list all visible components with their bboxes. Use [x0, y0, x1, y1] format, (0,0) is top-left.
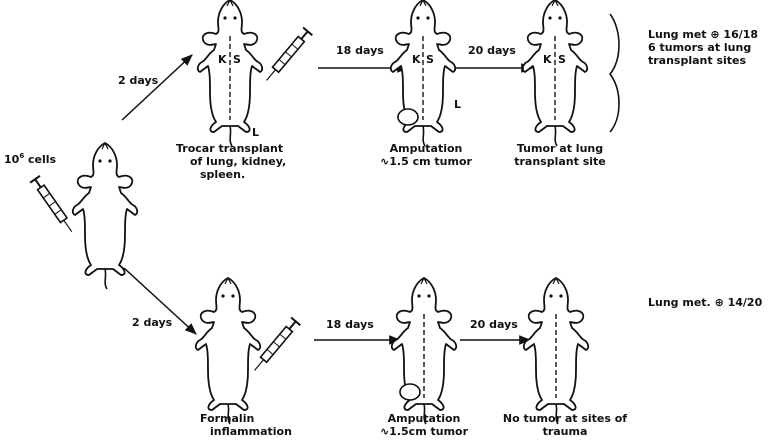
amp-leg-label: L [454, 98, 461, 111]
caption-line: Formalin [200, 412, 292, 425]
top-second-arrow-label: 18 days [336, 44, 384, 57]
res-organ-kidney-label: K [543, 53, 552, 66]
caption-line: spleen. [176, 168, 286, 181]
top-leg-tumor [398, 109, 418, 125]
top-mouse-transplant [198, 0, 262, 146]
bottom-leg-tumor [400, 384, 420, 400]
cells-text: cells [28, 153, 56, 166]
top-mouse-amputation [391, 0, 455, 146]
bottom-mouse-formalin [196, 278, 260, 424]
top-step3-caption: Tumor at lung transplant site [505, 142, 615, 168]
result-line: transplant sites [648, 54, 758, 67]
result-line: Lung met ⊕ 16/18 [648, 28, 758, 41]
top-third-arrow-label: 20 days [468, 44, 516, 57]
top-step1-caption: Trocar transplant of lung, kidney, splee… [176, 142, 286, 181]
result-line: 6 tumors at lung [648, 41, 758, 54]
start-syringe-icon [30, 176, 77, 235]
top-organ-spleen-label: S [233, 53, 241, 66]
bottom-second-arrow-label: 18 days [326, 318, 374, 331]
caption-line: No tumor at sites of [500, 412, 630, 425]
amp-organ-spleen-label: S [426, 53, 434, 66]
arrow-to-top-branch [122, 55, 192, 120]
bottom-step1-caption: Formalin inflammation [200, 412, 292, 438]
bottom-step3-caption: No tumor at sites of trauma [500, 412, 630, 438]
top-syringe-icon [262, 28, 312, 85]
top-leg-label: L [252, 126, 259, 139]
top-result-text: Lung met ⊕ 16/18 6 tumors at lung transp… [648, 28, 758, 67]
top-step2-caption: Amputation ∿1.5 cm tumor [376, 142, 476, 168]
result-brace [610, 14, 619, 132]
res-organ-spleen-label: S [558, 53, 566, 66]
caption-line: transplant site [505, 155, 615, 168]
cells-label: 106 cells [4, 150, 56, 166]
cells-base: 10 [4, 153, 19, 166]
bottom-third-arrow-label: 20 days [470, 318, 518, 331]
start-mouse [73, 143, 137, 289]
caption-line: Trocar transplant [176, 142, 286, 155]
caption-line: Amputation [376, 142, 476, 155]
bottom-result-text: Lung met. ⊕ 14/20 [648, 296, 762, 309]
bottom-first-arrow-label: 2 days [132, 316, 172, 329]
cells-exponent: 6 [19, 152, 24, 160]
top-first-arrow-label: 2 days [118, 74, 158, 87]
amp-organ-kidney-label: K [412, 53, 421, 66]
bottom-step2-caption: Amputation ∿1.5cm tumor [374, 412, 474, 438]
result-line: Lung met. ⊕ 14/20 [648, 296, 762, 309]
caption-line: ∿1.5cm tumor [374, 425, 474, 438]
top-organ-kidney-label: K [218, 53, 227, 66]
top-mouse-result [523, 0, 587, 146]
caption-line: Tumor at lung [505, 142, 615, 155]
caption-line: inflammation [200, 425, 292, 438]
caption-line: of lung, kidney, [176, 155, 286, 168]
caption-line: trauma [500, 425, 630, 438]
bottom-mouse-amputation [392, 278, 456, 424]
caption-line: ∿1.5 cm tumor [376, 155, 476, 168]
caption-line: Amputation [374, 412, 474, 425]
bottom-mouse-result [524, 278, 588, 424]
